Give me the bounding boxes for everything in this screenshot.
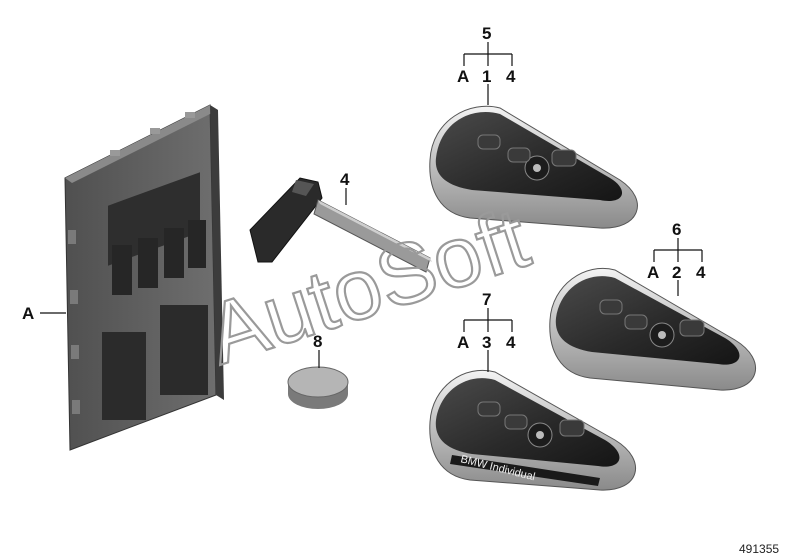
- key-fob-2: [549, 268, 756, 391]
- label-key-blade: 4: [340, 170, 350, 189]
- label-key2-top: 6: [672, 220, 681, 239]
- label-key1-top: 5: [482, 24, 491, 43]
- bracket-key-fob-1: [463, 42, 513, 105]
- key-fob-3: BMW Individual: [429, 370, 636, 491]
- emergency-key-blade: [249, 177, 432, 273]
- control-module: [64, 104, 224, 451]
- key-fob-1: [429, 105, 638, 229]
- bracket-key-fob-2: [653, 238, 703, 296]
- diagram-number: 491355: [739, 542, 779, 556]
- label-battery: 8: [313, 332, 322, 351]
- label-key1-right: 4: [506, 67, 516, 86]
- label-module: A: [22, 304, 34, 323]
- label-key2-mid: 2: [672, 263, 681, 282]
- label-key1-left: A: [457, 67, 469, 86]
- label-key2-right: 4: [696, 263, 706, 282]
- coin-battery: [287, 366, 349, 409]
- label-key1-mid: 1: [482, 67, 491, 86]
- label-key2-left: A: [647, 263, 659, 282]
- label-key3-right: 4: [506, 333, 516, 352]
- bracket-key-fob-3: [463, 308, 513, 372]
- label-key3-top: 7: [482, 290, 491, 309]
- label-key3-mid: 3: [482, 333, 491, 352]
- label-key3-left: A: [457, 333, 469, 352]
